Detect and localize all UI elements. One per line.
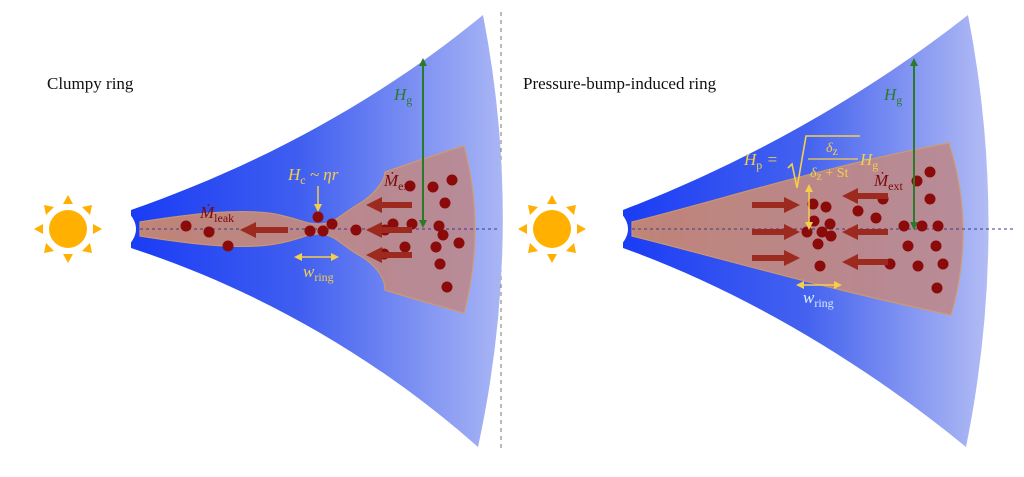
drift-arrows xyxy=(240,197,412,263)
drift-arrows-outward xyxy=(752,197,800,266)
mleak-label: Ṁleak xyxy=(199,203,234,225)
inner-cavity xyxy=(122,210,136,248)
dust-particles xyxy=(180,174,465,293)
sun-icon xyxy=(34,195,102,263)
panel-title-clumpy: Clumpy ring xyxy=(47,74,134,93)
mext-label: Ṁext xyxy=(383,171,413,193)
sqrt-sign xyxy=(787,135,860,189)
svg-text:δz + St: δz + St xyxy=(810,166,849,183)
sun-icon xyxy=(518,195,586,263)
hg-label: Hg xyxy=(883,85,902,107)
svg-text:δz: δz xyxy=(826,141,838,158)
svg-text:Hp =: Hp = xyxy=(743,150,778,172)
hg-label: Hg xyxy=(393,85,412,107)
dust-ring-region xyxy=(631,142,964,316)
clumpy-ring-panel: Clumpy ring xyxy=(34,15,503,447)
hp-formula: Hp = δz δz + St Hg xyxy=(743,135,878,189)
hc-label: Hc ~ ηr xyxy=(287,165,339,187)
wring-label: wring xyxy=(803,288,834,310)
inner-cavity xyxy=(614,210,628,248)
pressure-bump-ring-panel: Pressure-bump-induced ring xyxy=(518,15,1015,447)
wring-label: wring xyxy=(303,262,334,284)
panel-title-pressure-bump: Pressure-bump-induced ring xyxy=(523,74,717,93)
drift-arrows-inward xyxy=(842,188,888,270)
svg-text:Hg: Hg xyxy=(859,150,878,172)
mext-label: Ṁext xyxy=(873,171,903,193)
